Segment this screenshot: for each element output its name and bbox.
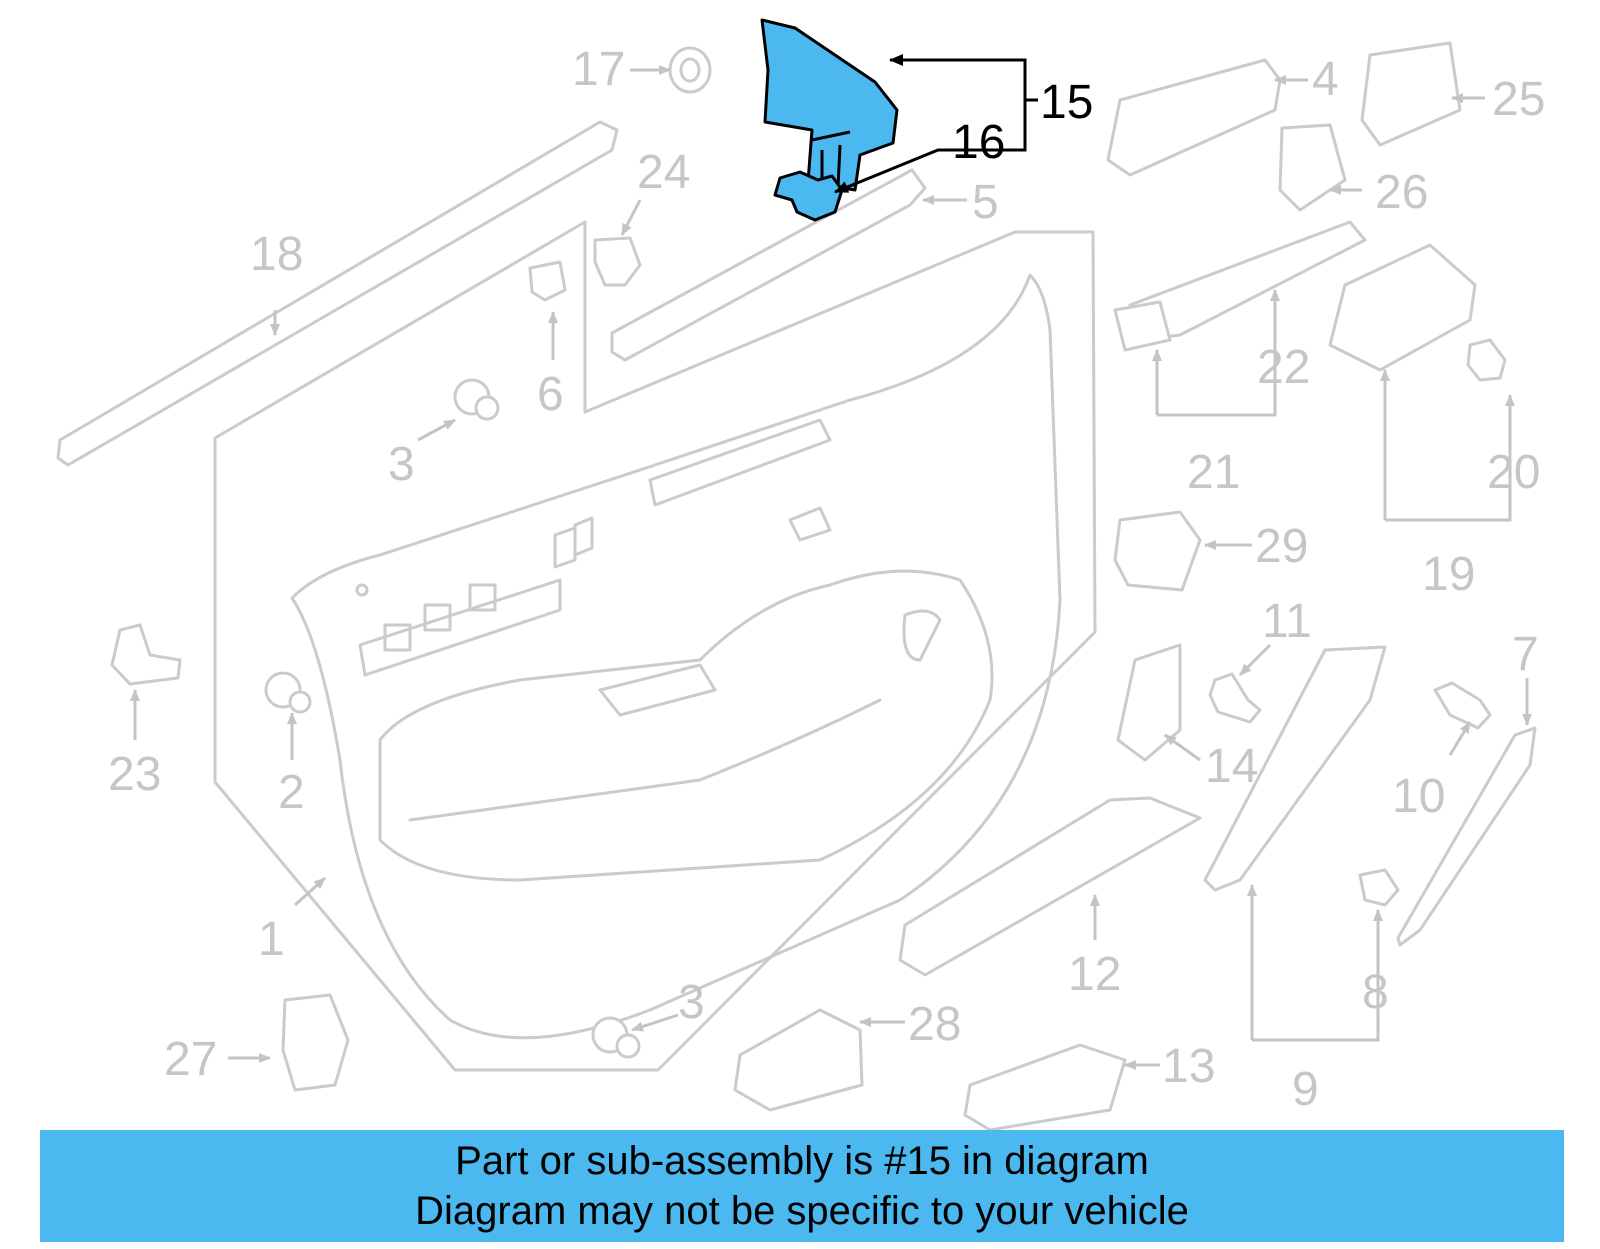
highlighted-part-16 xyxy=(773,170,844,222)
callout-25: 25 xyxy=(1492,73,1545,126)
vertical-trim-7 xyxy=(1396,726,1537,947)
callout-13: 13 xyxy=(1162,1040,1215,1093)
callout-16: 16 xyxy=(952,116,1005,169)
callout-6: 6 xyxy=(537,368,564,421)
switch-assemblies xyxy=(281,41,1477,1132)
callout-2: 2 xyxy=(278,766,305,819)
belt-weatherstrip xyxy=(56,120,619,467)
callout-7: 7 xyxy=(1512,628,1539,681)
clip-parts xyxy=(110,46,1507,1059)
callout-8: 8 xyxy=(1362,966,1389,1019)
callout-3b: 3 xyxy=(678,976,705,1029)
info-banner: Part or sub-assembly is #15 in diagram D… xyxy=(40,1130,1564,1242)
callout-28: 28 xyxy=(908,998,961,1051)
banner-line-1: Part or sub-assembly is #15 in diagram xyxy=(455,1139,1149,1183)
callout-4: 4 xyxy=(1312,53,1339,106)
callout-9: 9 xyxy=(1292,1063,1319,1116)
callout-labels: 1 2 3 3 4 5 6 7 8 9 10 11 12 13 14 15 16… xyxy=(108,43,1545,1116)
callout-15: 15 xyxy=(1040,76,1093,129)
vertical-trim-9 xyxy=(1203,645,1387,892)
callout-20: 20 xyxy=(1487,446,1540,499)
callout-3a: 3 xyxy=(388,438,415,491)
lower-trim-strip xyxy=(898,796,1202,977)
door-trim-panel xyxy=(213,220,1097,1072)
callout-29: 29 xyxy=(1255,520,1308,573)
callout-19: 19 xyxy=(1422,548,1475,601)
callout-10: 10 xyxy=(1392,770,1445,823)
callout-23: 23 xyxy=(108,748,161,801)
banner-line-2: Diagram may not be specific to your vehi… xyxy=(415,1189,1189,1233)
callout-24: 24 xyxy=(637,146,690,199)
callout-12: 12 xyxy=(1068,948,1121,1001)
callout-21: 21 xyxy=(1187,446,1240,499)
callout-5: 5 xyxy=(972,176,999,229)
callout-17: 17 xyxy=(572,43,625,96)
callout-22: 22 xyxy=(1257,341,1310,394)
upper-trim-strip xyxy=(610,168,927,362)
callout-11: 11 xyxy=(1262,595,1312,648)
leader-15-16 xyxy=(834,54,1038,194)
leader-arrows xyxy=(130,65,1532,1070)
callout-1: 1 xyxy=(258,913,285,966)
callout-14: 14 xyxy=(1205,740,1258,793)
callout-18: 18 xyxy=(250,228,303,281)
callout-27: 27 xyxy=(164,1033,217,1086)
callout-26: 26 xyxy=(1375,166,1428,219)
highlighted-part-15 xyxy=(760,18,899,192)
